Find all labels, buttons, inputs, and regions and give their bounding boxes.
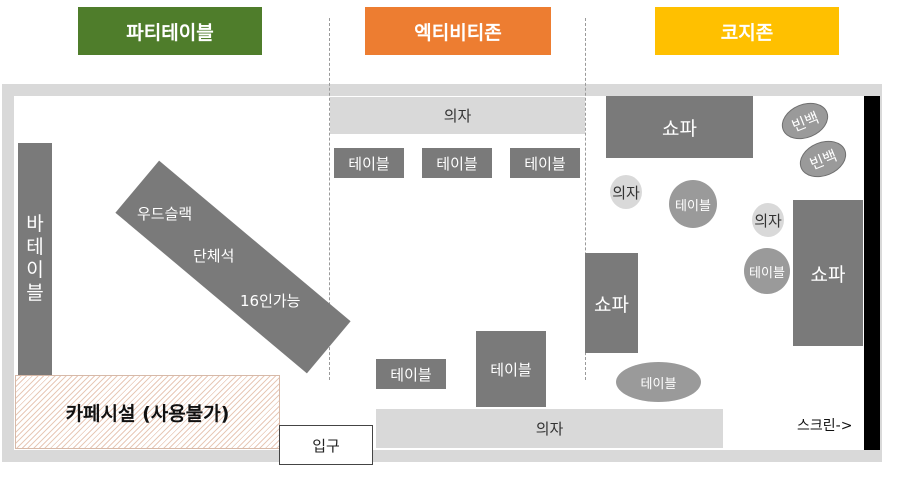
bar-table-char: 블 <box>26 281 44 304</box>
group-seat-label: 단체석 <box>193 247 235 265</box>
table: 테이블 <box>422 148 492 178</box>
screen-label: 스크린-> <box>797 418 853 434</box>
bar-table-char: 테 <box>26 236 44 259</box>
bar-table: 바 테 이 블 <box>18 143 52 375</box>
table: 테이블 <box>510 148 580 178</box>
chair-round: 의자 <box>752 203 784 237</box>
chair-bench-top: 의자 <box>330 97 585 134</box>
capacity-label: 16인가능 <box>240 292 301 310</box>
zone-header-cozy: 코지존 <box>655 7 839 55</box>
oval-table: 테이블 <box>616 362 701 402</box>
zone-header-activity: 엑티비티존 <box>365 7 551 55</box>
bar-table-char: 이 <box>26 259 44 281</box>
table: 테이블 <box>334 148 404 178</box>
entrance: 입구 <box>279 425 373 465</box>
sofa-right: 쇼파 <box>793 200 863 346</box>
cafe-facility: 카페시설 (사용불가) <box>15 375 280 449</box>
bar-table-char: 바 <box>26 213 44 236</box>
chair-round: 의자 <box>610 175 642 209</box>
zone-divider-activity-cozy <box>585 18 586 380</box>
round-table: 테이블 <box>669 180 717 228</box>
table-tall: 테이블 <box>476 331 546 407</box>
wood-slab-label: 우드슬랙 <box>137 205 193 223</box>
zone-divider-party-activity <box>329 18 330 380</box>
screen <box>864 96 880 450</box>
round-table: 테이블 <box>744 248 790 294</box>
sofa-top: 쇼파 <box>606 96 753 158</box>
table: 테이블 <box>376 359 446 389</box>
sofa-middle: 쇼파 <box>585 253 638 353</box>
zone-header-party: 파티테이블 <box>78 7 262 55</box>
chair-bench-bottom: 의자 <box>376 409 723 448</box>
